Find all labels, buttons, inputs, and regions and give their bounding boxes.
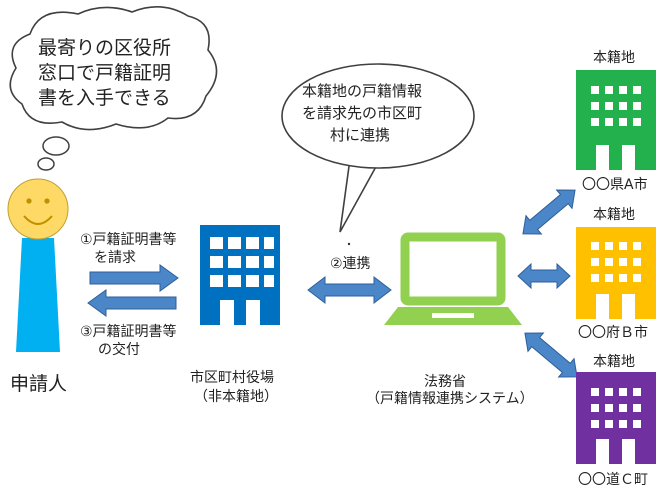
city-office-building: 市区町村役場 （非本籍地） (190, 225, 280, 405)
smiley-face-icon (7, 178, 69, 240)
registry-c-name: 〇〇道Ｃ町 (578, 472, 648, 488)
arrow-to-a-city-icon (522, 189, 576, 235)
applicant-body (16, 238, 60, 352)
arrow-left-icon (87, 289, 177, 317)
applicant-figure: 申請人 (7, 178, 69, 395)
double-arrow-icon (307, 275, 392, 305)
thought-bubble: 最寄りの区役所 窓口で戸籍証明 書を入手できる (9, 6, 218, 171)
ministry-laptop: 法務省 （戸籍情報連携システム） (366, 232, 534, 407)
thought-line-1: 最寄りの区役所 (38, 37, 171, 59)
office-label-1: 市区町村役場 (190, 369, 274, 386)
registry-b-name: 〇〇府Ｂ市 (578, 324, 648, 341)
speech-line-2: を請求先の市区町 (302, 104, 422, 122)
speech-bubble: 本籍地の戸籍情報 を請求先の市区町 村に連携 (281, 63, 475, 246)
speech-line-3: 村に連携 (330, 126, 390, 144)
arrow-to-b-city-icon (517, 262, 571, 290)
laptop-icon (400, 232, 506, 306)
registry-c: 本籍地 〇〇道Ｃ町 (576, 353, 656, 488)
issue-arrow: ③戸籍証明書等 の交付 (80, 289, 177, 358)
registry-a: 本籍地 〇〇県A市 (576, 49, 656, 193)
link-label: ②連携 (330, 256, 371, 272)
purple-building-icon (576, 372, 656, 464)
arrow-right-icon (89, 264, 179, 292)
registry-arrows (517, 189, 578, 378)
speech-line-1: 本籍地の戸籍情報 (302, 82, 422, 100)
request-label-2: を請求 (94, 250, 136, 266)
ministry-label-2: （戸籍情報連携システム） (366, 390, 534, 407)
issue-label-2: の交付 (98, 341, 140, 358)
registry-a-name: 〇〇県A市 (582, 176, 648, 193)
request-label-1: ①戸籍証明書等 (80, 231, 177, 248)
registry-c-title: 本籍地 (593, 353, 635, 370)
office-label-2: （非本籍地） (194, 388, 278, 405)
link-arrow: ②連携 (307, 256, 392, 305)
thought-line-3: 書を入手できる (38, 87, 171, 109)
arrow-to-c-town-icon (524, 332, 578, 378)
registry-b: 本籍地 〇〇府Ｂ市 (576, 206, 656, 341)
thought-line-2: 窓口で戸籍証明 (38, 62, 171, 84)
issue-label-1: ③戸籍証明書等 (80, 323, 177, 340)
registry-a-title: 本籍地 (593, 49, 635, 66)
ministry-label-1: 法務省 (424, 374, 466, 390)
green-building-icon (576, 70, 656, 170)
applicant-label: 申請人 (10, 373, 67, 395)
yellow-building-icon (576, 227, 656, 319)
registry-b-title: 本籍地 (593, 206, 635, 223)
request-arrow: ①戸籍証明書等 を請求 (80, 231, 179, 292)
